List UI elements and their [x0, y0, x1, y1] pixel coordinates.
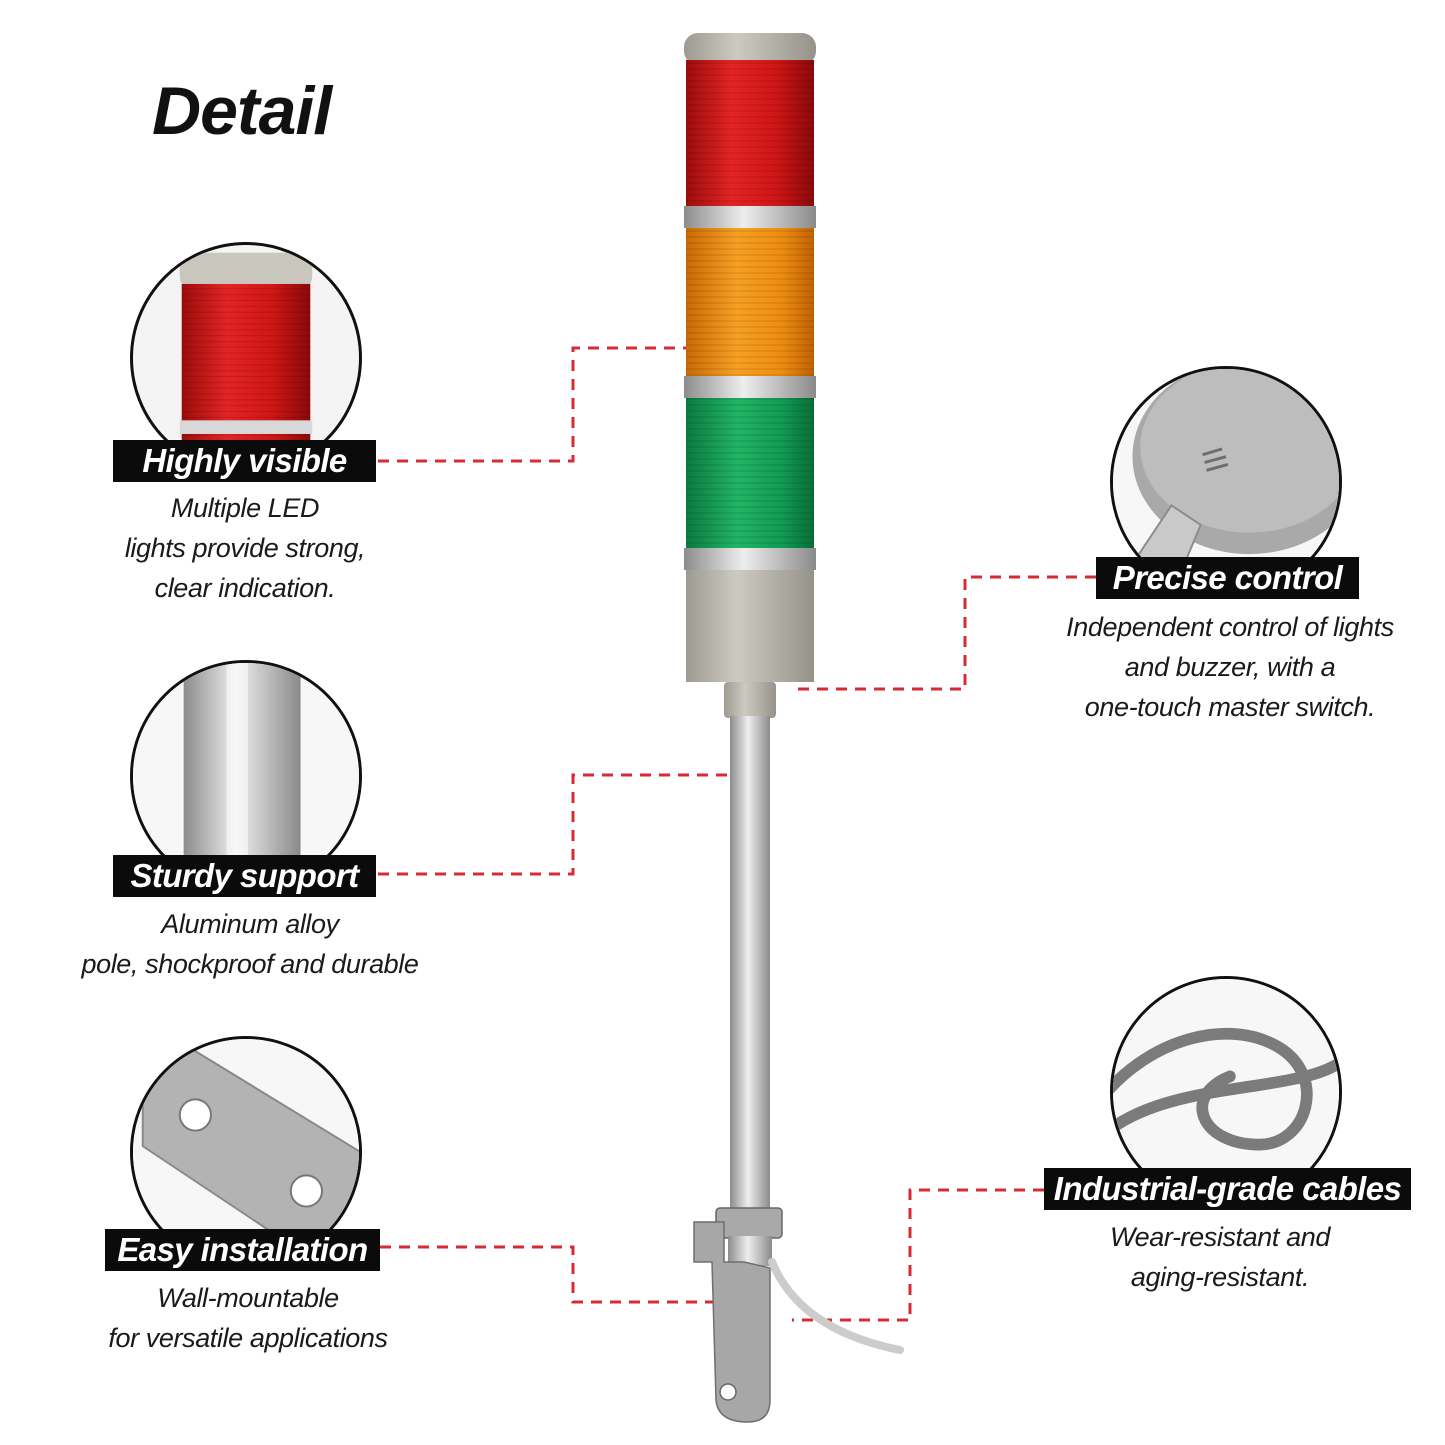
precise-control-desc: Independent control of lights and buzzer…	[1066, 612, 1394, 722]
leader-line-easy-installation	[380, 1245, 722, 1304]
highly-visible-desc: Multiple LED lights provide strong, clea…	[124, 493, 366, 603]
cables-desc: Wear-resistant and aging-resistant.	[1110, 1222, 1330, 1292]
cables-label: Industrial-grade cables	[1044, 1168, 1411, 1210]
sturdy-support-label: Sturdy support	[113, 855, 376, 897]
easy-installation-desc: Wall-mountable for versatile application…	[108, 1283, 388, 1353]
bracket-icon	[133, 1039, 359, 1265]
leader-line-highly-visible	[378, 346, 686, 463]
sturdy-support-desc: Aluminum alloy pole, shockproof and dura…	[81, 909, 419, 979]
sturdy-support-closeup	[130, 660, 362, 892]
leader-line-sturdy-support	[378, 773, 738, 876]
cable-icon	[1113, 979, 1339, 1205]
precise-control-label: Precise control	[1096, 557, 1359, 599]
easy-installation-closeup	[130, 1036, 362, 1268]
highly-visible-closeup	[130, 242, 362, 474]
leader-line-industrial-cables	[792, 1188, 1044, 1322]
leader-line-precise-control	[792, 575, 1096, 691]
red-light-icon	[179, 252, 313, 471]
page-title: Detail	[152, 73, 332, 149]
pole-icon	[133, 663, 359, 889]
highly-visible-label: Highly visible	[113, 440, 376, 482]
easy-installation-label: Easy installation	[105, 1229, 380, 1271]
